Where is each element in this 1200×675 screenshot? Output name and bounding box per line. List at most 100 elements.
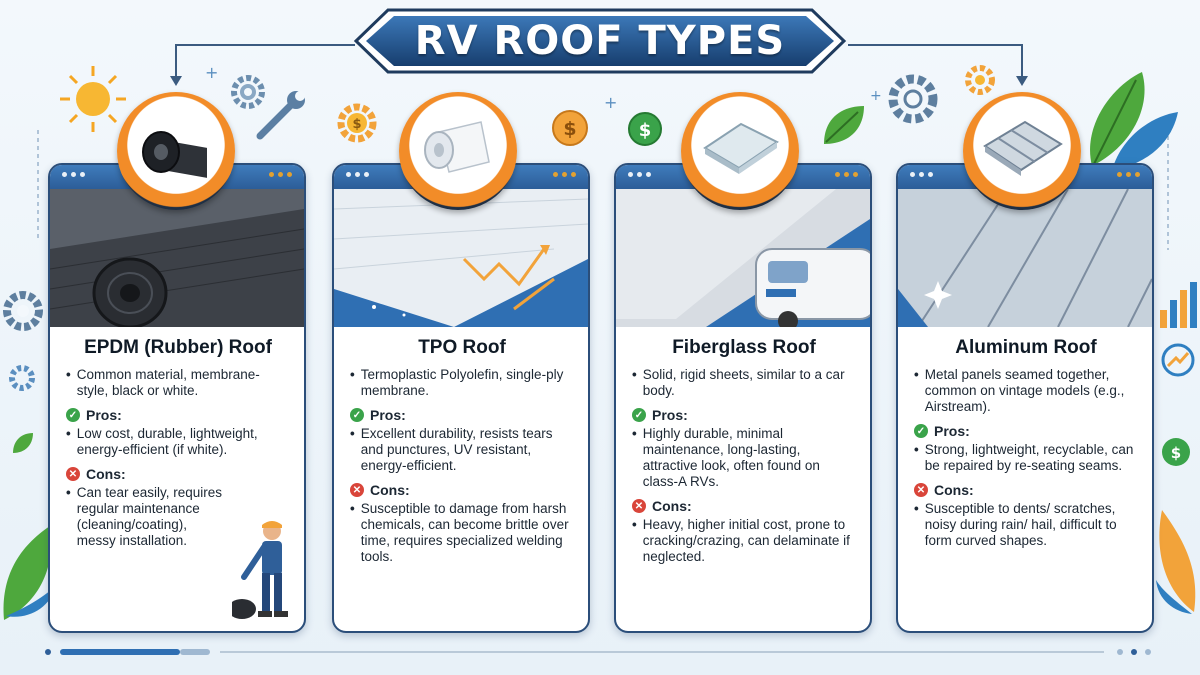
pros-label: Pros:	[86, 407, 122, 423]
description-bullet: •Metal panels seamed together, common on…	[914, 367, 1138, 415]
window-dots	[62, 172, 85, 177]
card-title: TPO Roof	[418, 337, 506, 358]
page-title: RV ROOF TYPES	[414, 18, 786, 64]
svg-text:$: $	[639, 120, 652, 141]
leaf-icon	[1156, 510, 1196, 614]
card-body: Aluminum Roof •Metal panels seamed toget…	[898, 327, 1152, 549]
svg-text:$: $	[352, 117, 361, 132]
card-title: Fiberglass Roof	[672, 337, 816, 358]
roof-card-aluminum: Aluminum Roof •Metal panels seamed toget…	[896, 163, 1154, 633]
pros-label: Pros:	[370, 407, 406, 423]
gear-icon	[965, 65, 995, 95]
window-dots	[910, 172, 933, 177]
description-bullet: •Common material, membrane-style, black …	[66, 367, 290, 399]
window-dots	[1117, 172, 1140, 177]
cons-label: Cons:	[934, 482, 974, 498]
gear-icon	[231, 75, 265, 109]
dollar-coin-icon: $	[628, 112, 662, 146]
leaf-icon	[13, 433, 33, 453]
dollar-coin-icon: $	[552, 110, 588, 146]
x-icon: ✕	[350, 483, 364, 497]
pros-label: Pros:	[934, 423, 970, 439]
svg-text:+: +	[604, 93, 617, 112]
cons-text: Heavy, higher initial cost, prone to cra…	[642, 517, 850, 564]
pros-bullet: •Low cost, durable, lightweight, energy-…	[66, 426, 290, 458]
cons-heading: ✕ Cons:	[350, 482, 574, 498]
description-bullet: •Solid, rigid sheets, similar to a car b…	[632, 367, 856, 399]
cons-text: Susceptible to damage from harsh chemica…	[360, 501, 569, 564]
cons-bullet: •Heavy, higher initial cost, prone to cr…	[632, 517, 856, 565]
tpo-roll-medallion	[399, 92, 517, 210]
fiberglass-sheet-medallion	[681, 92, 799, 210]
growth-icon	[1161, 343, 1195, 377]
pros-label: Pros:	[652, 407, 688, 423]
x-icon: ✕	[66, 467, 80, 481]
check-icon: ✓	[914, 424, 928, 438]
card-title: EPDM (Rubber) Roof	[84, 337, 272, 358]
pros-text: Excellent durability, resists tears and …	[360, 426, 553, 473]
cons-heading: ✕Cons:	[632, 498, 856, 514]
pros-heading: ✓ Pros:	[66, 407, 290, 423]
epdm-roll-medallion	[117, 92, 235, 210]
wrench-icon	[256, 91, 305, 140]
description-text: Termoplastic Polyolefin, single-ply memb…	[360, 367, 564, 398]
window-dots	[553, 172, 576, 177]
x-icon: ✕	[632, 499, 646, 513]
check-icon: ✓	[66, 408, 80, 422]
cons-heading: ✕ Cons:	[914, 482, 1138, 498]
title-banner-shape	[353, 8, 847, 74]
window-dots	[628, 172, 651, 177]
rv-icon	[755, 248, 870, 327]
roof-card-fiberglass: Fiberglass Roof •Solid, rigid sheets, si…	[614, 163, 872, 633]
cons-bullet: •Can tear easily, requires regular maint…	[66, 485, 290, 549]
cons-label: Cons:	[86, 466, 126, 482]
window-dots	[835, 172, 858, 177]
cons-bullet: •Susceptible to dents/ scratches, noisy …	[914, 501, 1138, 549]
cons-text: Can tear easily, requires regular mainte…	[76, 485, 223, 548]
description-bullet: •Termoplastic Polyolefin, single-ply mem…	[350, 367, 574, 399]
description-text: Solid, rigid sheets, similar to a car bo…	[642, 367, 845, 398]
description-text: Metal panels seamed together, common on …	[924, 367, 1125, 414]
cons-text: Susceptible to dents/ scratches, noisy d…	[924, 501, 1117, 548]
svg-text:$: $	[563, 118, 576, 140]
gear-icon	[888, 74, 938, 124]
fiberglass-roof-image	[616, 189, 870, 327]
check-icon: ✓	[350, 408, 364, 422]
cons-heading: ✕ Cons:	[66, 466, 290, 482]
pros-text: Highly durable, minimal maintenance, lon…	[642, 426, 820, 489]
window-dots	[269, 172, 292, 177]
card-body: EPDM (Rubber) Roof •Common material, mem…	[50, 327, 304, 549]
bar-chart-icon	[1160, 282, 1197, 328]
pros-bullet: •Strong, lightweight, recyclable, can be…	[914, 442, 1138, 474]
card-title: Aluminum Roof	[955, 337, 1097, 358]
gear-icon	[3, 291, 43, 331]
gear-icon	[9, 365, 35, 391]
pros-text: Low cost, durable, lightweight, energy-e…	[76, 426, 258, 457]
cons-label: Cons:	[370, 482, 410, 498]
svg-text:+: +	[205, 63, 218, 82]
tpo-roof-image	[334, 189, 588, 327]
x-icon: ✕	[914, 483, 928, 497]
roof-card-tpo: TPO Roof •Termoplastic Polyolefin, singl…	[332, 163, 590, 633]
worker-icon	[232, 521, 288, 619]
dollar-coin-icon: $	[1162, 438, 1190, 466]
bottom-decoration-bar	[45, 649, 1151, 655]
pros-heading: ✓ Pros:	[350, 407, 574, 423]
aluminum-panel-medallion	[963, 92, 1081, 210]
pros-bullet: •Highly durable, minimal maintenance, lo…	[632, 426, 856, 490]
description-text: Common material, membrane-style, black o…	[76, 367, 260, 398]
check-icon: ✓	[632, 408, 646, 422]
leaf-icon	[3, 526, 56, 620]
roof-card-epdm: EPDM (Rubber) Roof •Common material, mem…	[48, 163, 306, 633]
svg-text:$: $	[1171, 444, 1181, 462]
pros-heading: ✓ Pros:	[914, 423, 1138, 439]
aluminum-roof-image	[898, 189, 1152, 327]
leaf-icon	[824, 106, 864, 144]
pros-text: Strong, lightweight, recyclable, can be …	[924, 442, 1134, 473]
window-dots	[346, 172, 369, 177]
pros-heading: ✓ Pros:	[632, 407, 856, 423]
leaf-icon	[1090, 72, 1178, 170]
epdm-roof-image	[50, 189, 304, 327]
sun-icon	[60, 66, 126, 132]
